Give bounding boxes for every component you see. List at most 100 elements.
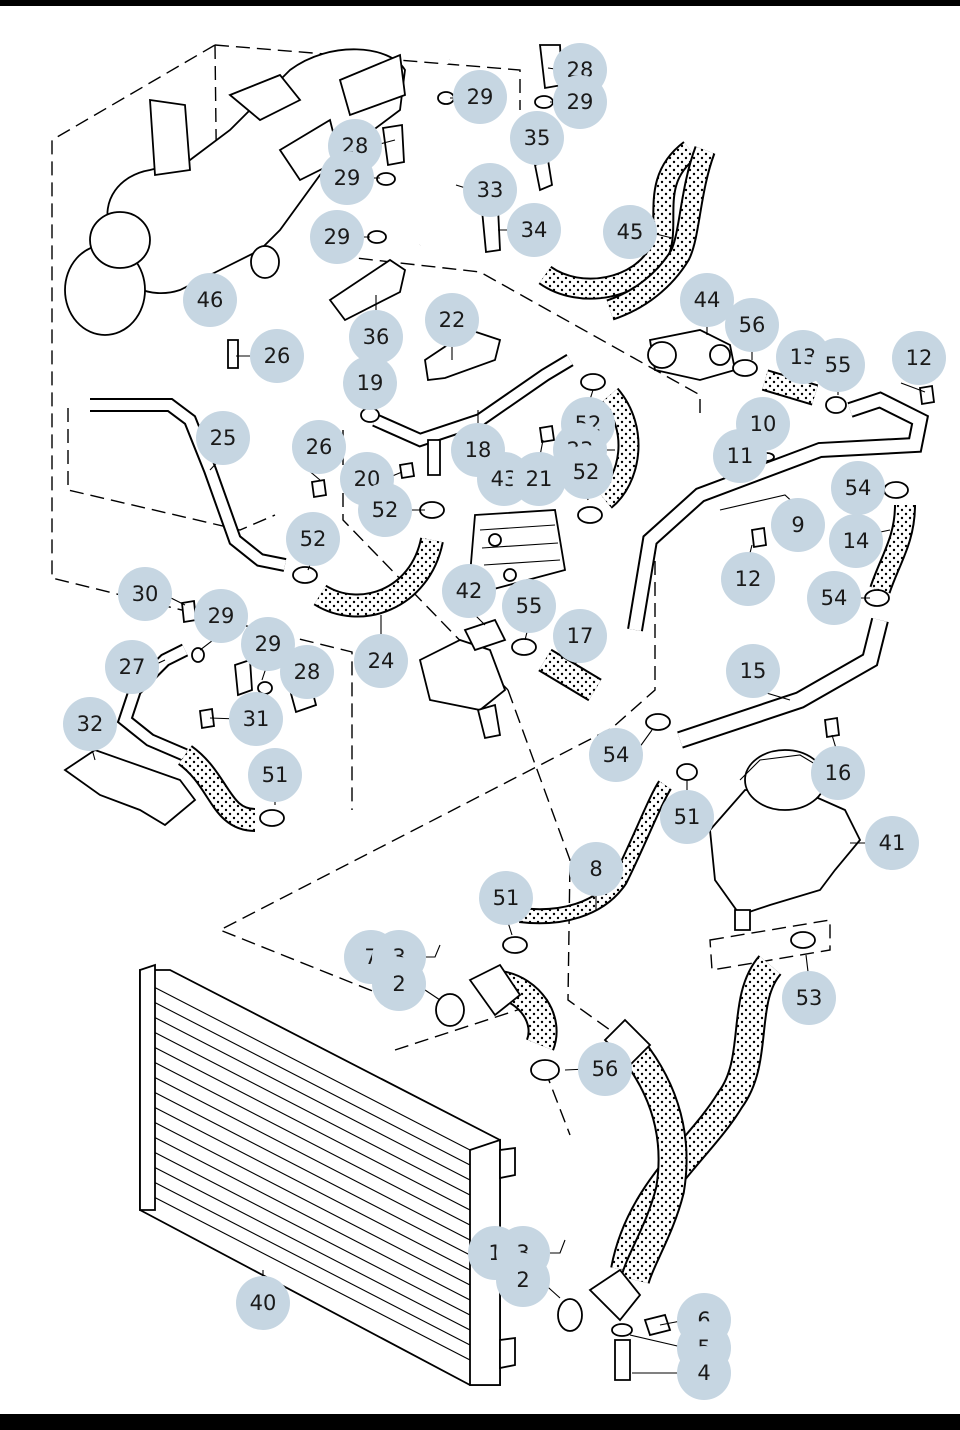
callout-label: 52	[372, 498, 399, 522]
callout-c9: 9	[771, 498, 825, 552]
callout-bubble	[507, 203, 561, 257]
callout-label: 33	[477, 178, 504, 202]
hose-17	[539, 650, 601, 700]
hose-clamps	[259, 359, 909, 1081]
callout-bubble	[453, 70, 507, 124]
coolant-housing-42	[418, 618, 507, 740]
hose-13	[762, 371, 818, 404]
callout-bubble	[553, 75, 607, 129]
callout-label: 30	[132, 582, 159, 606]
hose-53	[612, 956, 781, 1273]
o-ring-2-upper	[435, 993, 465, 1027]
callout-label: 26	[306, 435, 333, 459]
callout-label: 17	[567, 624, 594, 648]
callout-label: 56	[592, 1057, 619, 1081]
callout-c56a: 56	[725, 298, 779, 352]
hose-flange-1	[588, 1268, 642, 1322]
expansion-tank-41	[709, 749, 862, 931]
callout-c32: 32	[63, 697, 117, 751]
callout-label: 32	[77, 712, 104, 736]
callout-label: 44	[694, 288, 721, 312]
callout-c54c: 54	[589, 728, 643, 782]
callout-bubble	[425, 293, 479, 347]
callout-bubble	[286, 512, 340, 566]
callout-bubble	[105, 640, 159, 694]
callout-c16: 16	[811, 746, 865, 800]
callout-label: 54	[821, 586, 848, 610]
callout-label: 29	[467, 85, 494, 109]
callout-c56b: 56	[578, 1042, 632, 1096]
page-frame-top	[0, 0, 960, 6]
callout-label: 46	[197, 288, 224, 312]
callout-c8: 8	[569, 842, 623, 896]
callout-label: 19	[357, 371, 384, 395]
callout-c55a: 55	[811, 338, 865, 392]
callout-bubble	[248, 748, 302, 802]
callout-c25: 25	[196, 411, 250, 465]
callout-bubble	[343, 356, 397, 410]
callout-label: 36	[363, 325, 390, 349]
callout-label: 8	[589, 857, 602, 881]
callout-bubble	[603, 205, 657, 259]
callout-c45: 45	[603, 205, 657, 259]
callout-label: 45	[617, 220, 644, 244]
callout-bubble	[829, 514, 883, 568]
callout-label: 12	[735, 567, 762, 591]
callout-c26b: 26	[292, 420, 346, 474]
callout-c2b: 2	[496, 1253, 550, 1307]
callout-c31: 31	[229, 692, 283, 746]
callout-bubble	[510, 111, 564, 165]
callout-bubble	[479, 871, 533, 925]
callout-label: 10	[750, 412, 777, 436]
callout-label: 55	[516, 594, 543, 618]
coolant-pipe-15	[677, 617, 889, 749]
callout-label: 22	[439, 308, 466, 332]
callout-bubble	[292, 420, 346, 474]
callout-label: 18	[465, 438, 492, 462]
callout-c33: 33	[463, 163, 517, 217]
callout-c30: 30	[118, 567, 172, 621]
callout-c24: 24	[354, 634, 408, 688]
callout-bubble	[320, 151, 374, 205]
callout-c12a: 12	[892, 331, 946, 385]
callout-c15: 15	[726, 644, 780, 698]
callout-label: 29	[567, 90, 594, 114]
callout-c19: 19	[343, 356, 397, 410]
callout-label: 9	[791, 513, 804, 537]
coolant-pipe-18	[360, 329, 574, 476]
callout-label: 34	[521, 218, 548, 242]
callout-label: 2	[516, 1268, 529, 1292]
callout-bubble	[559, 445, 613, 499]
callout-label: 4	[697, 1361, 710, 1385]
callout-bubble	[553, 609, 607, 663]
callout-label: 55	[825, 353, 852, 377]
o-ring-2-lower	[557, 1298, 583, 1332]
callout-c46: 46	[183, 273, 237, 327]
callout-c52d: 52	[286, 512, 340, 566]
callout-c11: 11	[713, 429, 767, 483]
callout-c29f: 29	[241, 617, 295, 671]
callout-c29b: 29	[553, 75, 607, 129]
callout-bubble	[196, 411, 250, 465]
callout-bubble	[725, 298, 779, 352]
callout-bubble	[442, 564, 496, 618]
callout-bubble	[496, 1253, 550, 1307]
callout-c22: 22	[425, 293, 479, 347]
callout-c29e: 29	[194, 589, 248, 643]
callout-label: 2	[392, 972, 405, 996]
callout-bubble	[771, 498, 825, 552]
heat-shield-36	[328, 258, 407, 322]
callout-bubble	[865, 816, 919, 870]
callout-bubble	[236, 1276, 290, 1330]
callout-label: 16	[825, 761, 852, 785]
callout-label: 29	[334, 166, 361, 190]
callout-c29c: 29	[320, 151, 374, 205]
callout-c53: 53	[782, 971, 836, 1025]
callout-bubble	[63, 697, 117, 751]
callout-c54b: 54	[807, 571, 861, 625]
callout-c21: 21	[512, 452, 566, 506]
callout-c52c: 52	[358, 483, 412, 537]
